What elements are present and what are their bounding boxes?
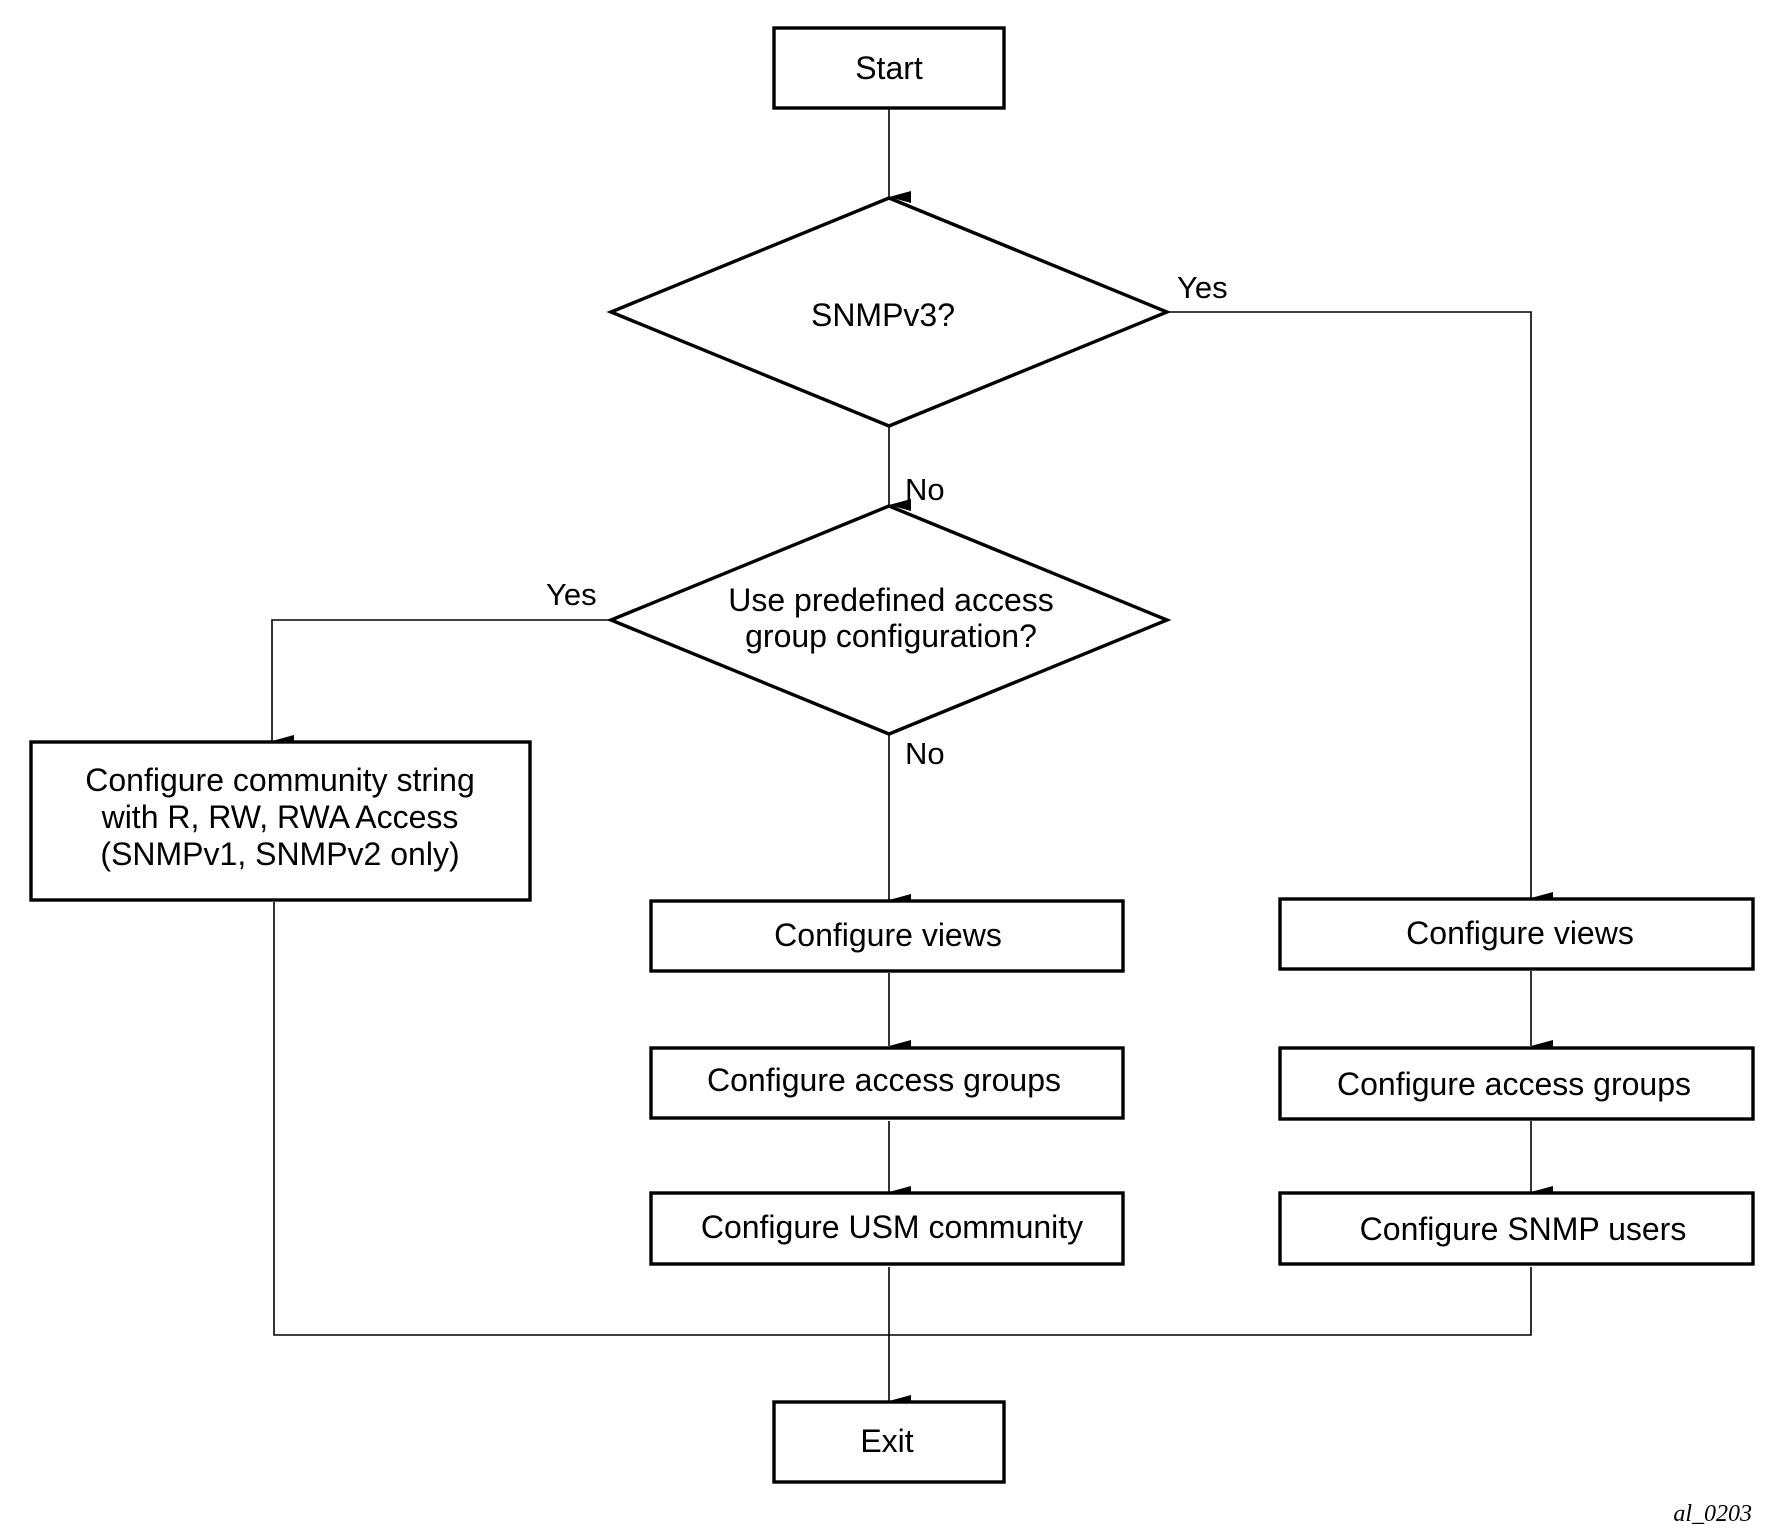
predefined-yes-label: Yes xyxy=(546,577,597,612)
right-snmp-users-label: Configure SNMP users xyxy=(1360,1211,1687,1247)
snmpv3-decision: SNMPv3? xyxy=(606,196,1172,428)
middle-access-groups-box: Configure access groups xyxy=(649,1046,1125,1120)
start-label: Start xyxy=(855,50,923,86)
community-string-line2: with R, RW, RWA Access xyxy=(101,799,459,835)
arrow-snmpv3-yes-to-right-views xyxy=(1167,311,1553,904)
predefined-decision-line1: Use predefined access xyxy=(728,582,1054,618)
arrow-predefined-yes-to-community xyxy=(271,619,611,747)
exit-node: Exit xyxy=(772,1400,1006,1484)
right-access-groups-box: Configure access groups xyxy=(1278,1046,1755,1121)
start-node: Start xyxy=(772,26,1006,110)
predefined-no-label: No xyxy=(905,736,945,771)
predefined-decision-line2: group configuration? xyxy=(745,618,1037,654)
predefined-decision: Use predefined access group configuratio… xyxy=(606,504,1172,736)
middle-usm-community-box: Configure USM community xyxy=(649,1191,1125,1266)
right-snmp-users-box: Configure SNMP users xyxy=(1278,1191,1755,1266)
snmpv3-no-label: No xyxy=(905,472,945,507)
connectors xyxy=(271,109,1553,1407)
middle-usm-community-label: Configure USM community xyxy=(701,1209,1083,1245)
middle-views-box: Configure views xyxy=(649,899,1125,973)
line-community-to-merge xyxy=(273,902,1532,1336)
right-views-box: Configure views xyxy=(1278,897,1755,971)
community-string-line3: (SNMPv1, SNMPv2 only) xyxy=(100,836,459,872)
community-string-line1: Configure community string xyxy=(85,762,474,798)
middle-access-groups-label: Configure access groups xyxy=(707,1062,1061,1098)
exit-label: Exit xyxy=(860,1423,913,1459)
figure-id: al_0203 xyxy=(1673,1501,1752,1526)
snmpv3-yes-label: Yes xyxy=(1177,270,1228,305)
middle-views-label: Configure views xyxy=(774,917,1002,953)
community-string-box: Configure community string with R, RW, R… xyxy=(29,740,532,902)
right-access-groups-label: Configure access groups xyxy=(1337,1066,1691,1102)
right-views-label: Configure views xyxy=(1406,915,1634,951)
snmpv3-decision-label: SNMPv3? xyxy=(811,297,955,333)
